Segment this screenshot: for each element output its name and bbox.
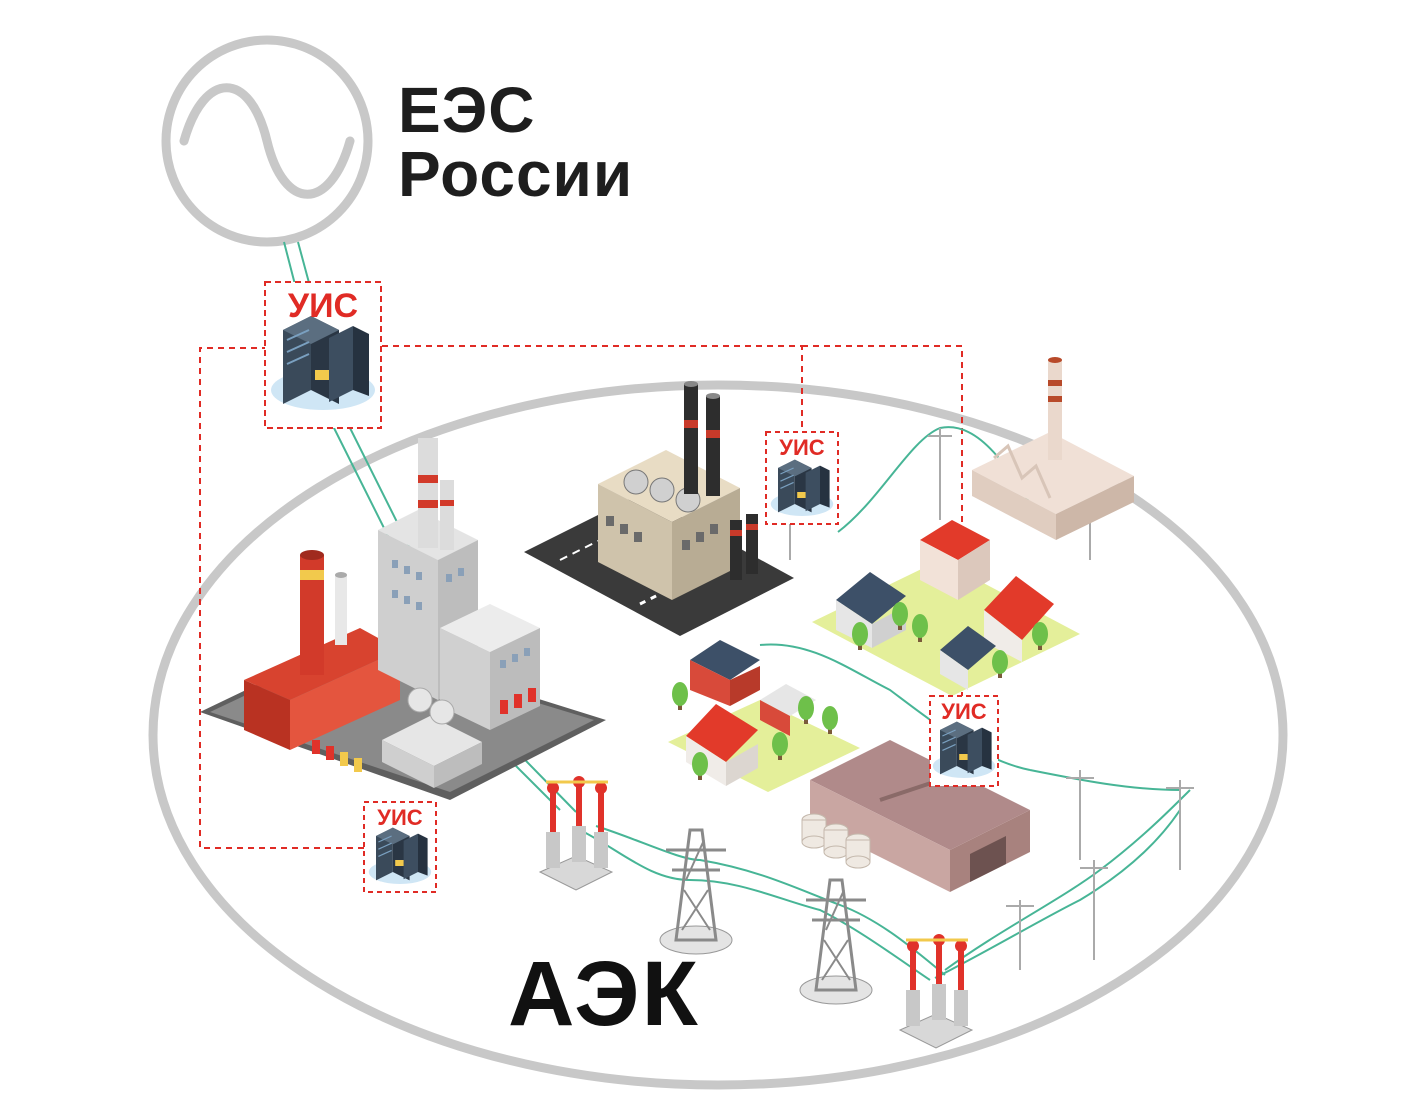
server-rack-icon bbox=[368, 826, 432, 885]
server-rack-icon bbox=[932, 720, 996, 779]
houses-cluster-center bbox=[668, 640, 860, 792]
distribution-poles bbox=[789, 428, 1194, 970]
factory bbox=[972, 357, 1134, 540]
grid-title-line1: ЕЭС bbox=[398, 74, 536, 146]
thermal-power-plant bbox=[200, 438, 606, 800]
uis-node-houses bbox=[929, 695, 999, 787]
transmission-tower-icon bbox=[658, 828, 734, 956]
uis-node-main bbox=[264, 281, 382, 429]
uis-label-plant: УИС bbox=[377, 805, 423, 830]
grid-title: ЕЭС России bbox=[398, 78, 633, 206]
uis-label-industrial: УИС bbox=[779, 435, 825, 460]
substation-transformer-icon bbox=[898, 932, 974, 1050]
area-boundary bbox=[148, 380, 1288, 1090]
uis-node-plant bbox=[363, 801, 437, 893]
houses-cluster-right bbox=[812, 520, 1080, 696]
generator-icon bbox=[161, 35, 373, 247]
uis-node-industrial bbox=[765, 431, 839, 525]
communication-links bbox=[199, 345, 963, 849]
uis-label-main: УИС bbox=[287, 287, 359, 325]
transmission-tower-icon bbox=[798, 878, 874, 1006]
server-rack-icon bbox=[270, 315, 376, 411]
grid-title-line2: России bbox=[398, 138, 634, 210]
area-title: АЭК bbox=[508, 943, 700, 1045]
uis-label-houses: УИС bbox=[941, 699, 987, 724]
industrial-plant bbox=[524, 381, 794, 636]
server-rack-icon bbox=[770, 459, 834, 517]
substation-transformer-icon bbox=[538, 774, 614, 892]
